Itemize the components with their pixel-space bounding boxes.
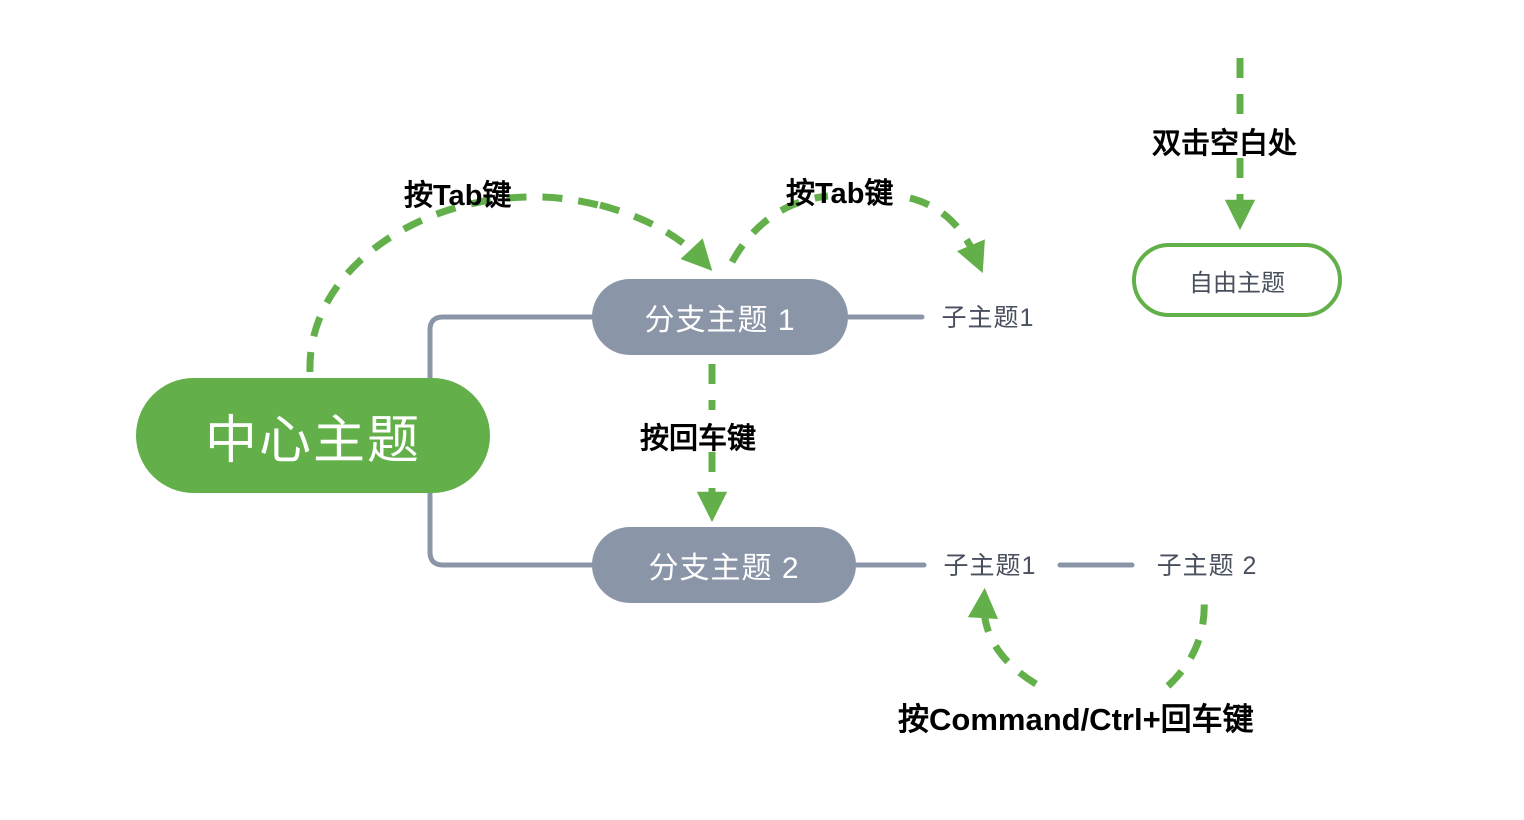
sub-topic-branch2-2-node[interactable]: 子主题 2 xyxy=(1144,544,1270,584)
annotation-enter-key: 按回车键 xyxy=(640,423,757,455)
free-topic-node[interactable]: 自由主题 xyxy=(1132,243,1342,317)
sub-topic-branch1-1-node[interactable]: 子主题1 xyxy=(928,296,1048,336)
free-topic-label: 自由主题 xyxy=(1189,269,1285,297)
arrow-command-enter-to-sub1 xyxy=(967,587,1038,687)
arrow-command-enter-from-sub2 xyxy=(1165,597,1208,689)
branch-topic-2-label: 分支主题 2 xyxy=(648,552,800,585)
arrow-tab-central-to-branch1 xyxy=(306,193,614,373)
sub-topic-branch2-1-label: 子主题1 xyxy=(943,552,1037,580)
arrow-tab-branch1-to-sub1-head xyxy=(909,194,985,274)
sub-topic-branch2-1-node[interactable]: 子主题1 xyxy=(930,544,1050,584)
branch-topic-2-node[interactable]: 分支主题 2 xyxy=(592,527,856,603)
arrow-tab-central-to-branch1-head xyxy=(599,201,713,271)
annotation-tab-key-left: 按Tab键 xyxy=(404,180,512,212)
central-topic-node[interactable]: 中心主题 xyxy=(136,378,490,493)
annotation-command-ctrl-enter-key: 按Command/Ctrl+回车键 xyxy=(898,702,1254,737)
central-topic-label: 中心主题 xyxy=(204,412,421,470)
annotation-tab-key-right: 按Tab键 xyxy=(786,178,894,210)
branch-topic-1-label: 分支主题 1 xyxy=(644,304,796,337)
sub-topic-branch1-1-label: 子主题1 xyxy=(941,304,1035,332)
annotation-double-click-blank: 双击空白处 xyxy=(1152,128,1298,160)
sub-topic-branch2-2-label: 子主题 2 xyxy=(1156,552,1258,580)
branch-topic-1-node[interactable]: 分支主题 1 xyxy=(592,279,848,355)
